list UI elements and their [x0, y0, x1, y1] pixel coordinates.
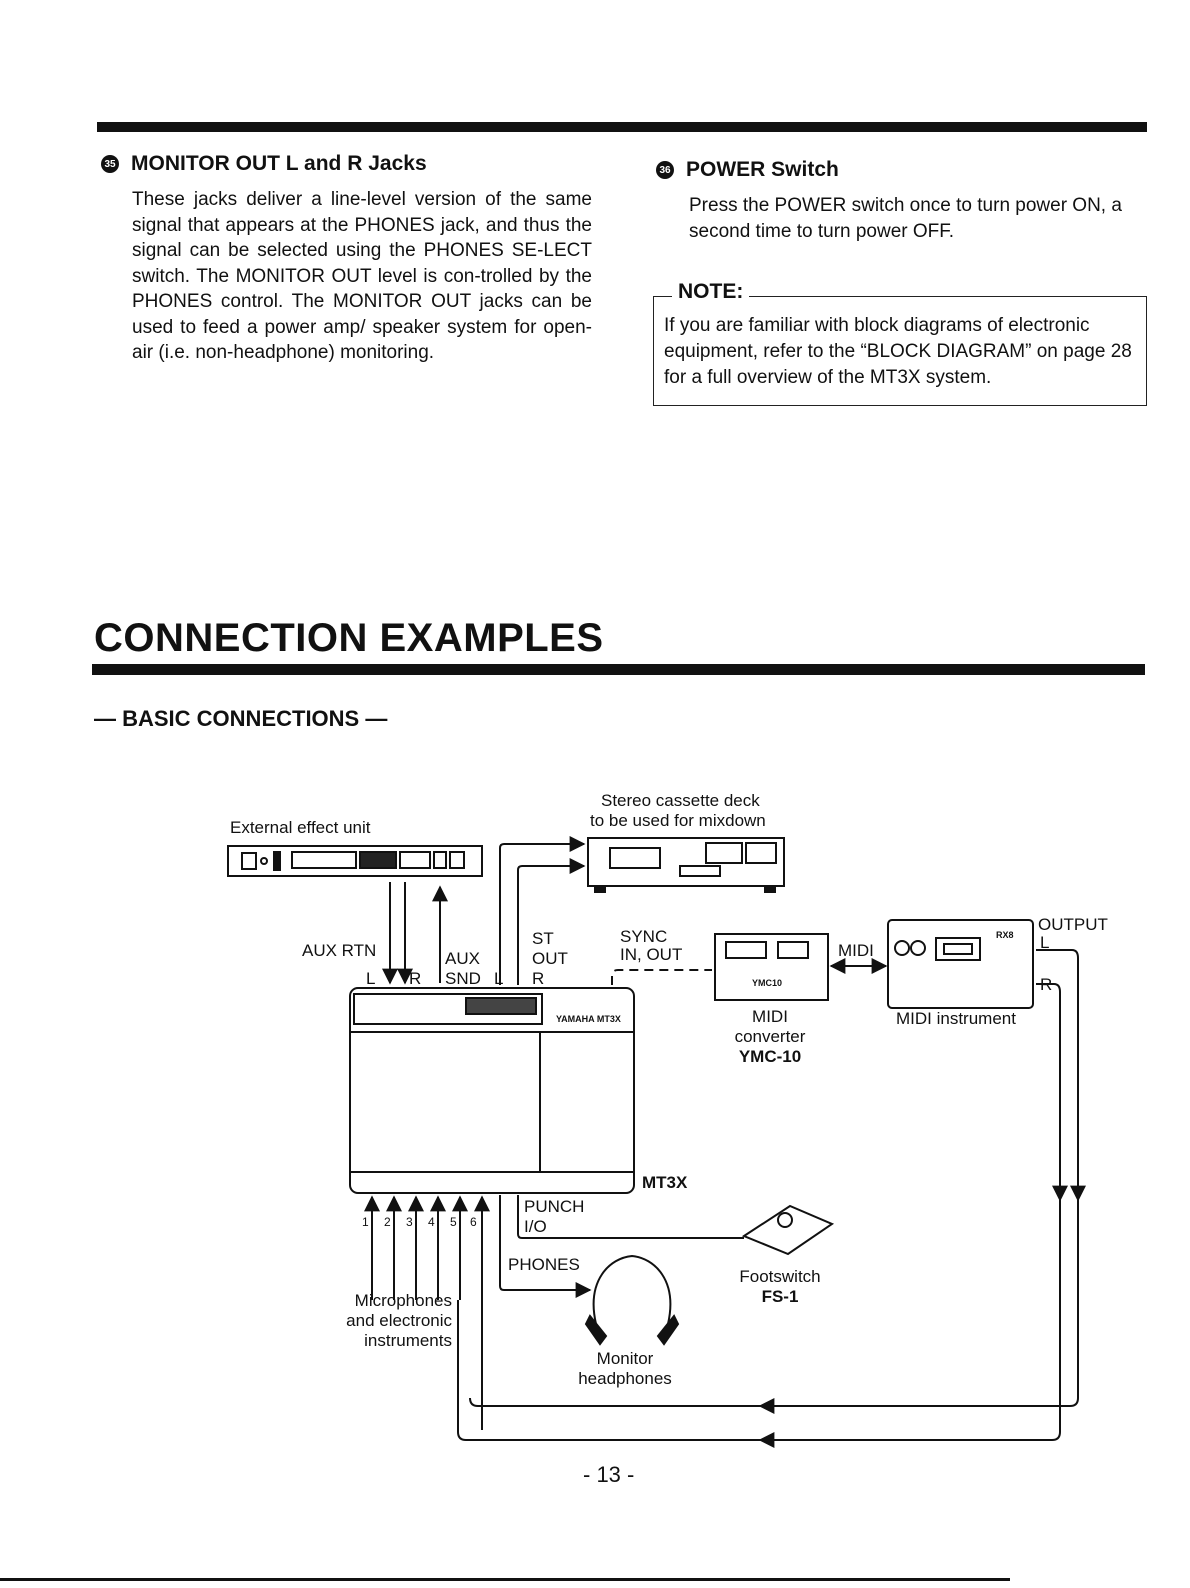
label-midi-converter-2: converter: [735, 1027, 806, 1046]
section-36-heading: 36 POWER Switch: [656, 158, 839, 182]
label-ch-4: 4: [428, 1215, 435, 1229]
label-st-out-2: OUT: [532, 949, 568, 968]
section-35-heading: 35 MONITOR OUT L and R Jacks: [101, 152, 427, 176]
label-midi-instrument: MIDI instrument: [896, 1009, 1016, 1028]
label-rx-logo: RX8: [996, 930, 1014, 940]
label-midi-converter-1: MIDI: [752, 1007, 788, 1026]
label-footswitch-2: FS-1: [762, 1287, 799, 1306]
label-mt3x: MT3X: [642, 1173, 688, 1192]
section-36-title: POWER Switch: [686, 158, 839, 181]
label-sync-2: IN, OUT: [620, 945, 682, 964]
label-punch-2: I/O: [524, 1217, 547, 1236]
label-phones: PHONES: [508, 1255, 580, 1274]
section-35-body: These jacks deliver a line-level version…: [132, 189, 592, 363]
note-box: [653, 296, 1147, 406]
label-aux-rtn-l: L: [366, 969, 375, 988]
label-st-out-r: R: [532, 969, 544, 988]
cassette-deck: [587, 837, 785, 893]
mt3x-mixer: [349, 987, 635, 1194]
label-cassette-2: to be used for mixdown: [590, 811, 766, 830]
midi-instrument-unit: [887, 919, 1034, 1009]
label-ch-1: 1: [362, 1215, 369, 1229]
label-monitor-2: headphones: [578, 1369, 672, 1388]
label-mic-2: and electronic: [346, 1311, 452, 1330]
bottom-rule: [0, 1578, 1010, 1581]
label-mixer-brand: YAMAHA MT3X: [556, 1014, 621, 1024]
section-36-body: Press the POWER switch once to turn powe…: [689, 195, 1122, 242]
label-midi: MIDI: [838, 941, 874, 960]
label-footswitch-1: Footswitch: [739, 1267, 820, 1286]
label-ch-5: 5: [450, 1215, 457, 1229]
label-aux-snd-1: AUX: [445, 949, 480, 968]
label-output-r: R: [1040, 975, 1052, 994]
section-36-number: 36: [656, 161, 674, 179]
note-title: NOTE:: [672, 280, 750, 304]
label-output: OUTPUT: [1038, 915, 1108, 934]
label-mic-3: instruments: [364, 1331, 452, 1350]
label-st-out-l: L: [494, 969, 503, 988]
top-rule: [97, 122, 1147, 132]
midi-converter-unit: [714, 933, 829, 1001]
headphones-icon: [584, 1254, 680, 1346]
label-sync-1: SYNC: [620, 927, 667, 946]
label-monitor-1: Monitor: [597, 1349, 654, 1368]
note-text: If you are familiar with block diagrams …: [664, 315, 1132, 388]
label-midi-converter-3: YMC-10: [739, 1047, 801, 1066]
section-35-title: MONITOR OUT L and R Jacks: [131, 152, 427, 175]
label-ch-3: 3: [406, 1215, 413, 1229]
label-cassette-1: Stereo cassette deck: [601, 791, 760, 810]
external-effect-unit: [227, 845, 483, 877]
label-external-effect: External effect unit: [230, 818, 371, 837]
label-punch-1: PUNCH: [524, 1197, 584, 1216]
subsection-title: — BASIC CONNECTIONS —: [94, 706, 388, 731]
label-ch-6: 6: [470, 1215, 477, 1229]
label-aux-rtn: AUX RTN: [302, 941, 376, 960]
footswitch-unit: [741, 1204, 835, 1256]
label-aux-rtn-r: R: [409, 969, 421, 988]
label-aux-snd-2: SND: [445, 969, 481, 988]
section-35-number: 35: [101, 155, 119, 173]
label-ch-2: 2: [384, 1215, 391, 1229]
page-number: - 13 -: [583, 1462, 635, 1487]
label-output-l: L: [1040, 933, 1049, 952]
title-rule: [92, 664, 1145, 675]
page-title: CONNECTION EXAMPLES: [94, 616, 604, 660]
label-st-out-1: ST: [532, 929, 554, 948]
label-mic-1: Microphones: [355, 1291, 452, 1310]
label-ymc-logo: YMC10: [752, 978, 782, 988]
